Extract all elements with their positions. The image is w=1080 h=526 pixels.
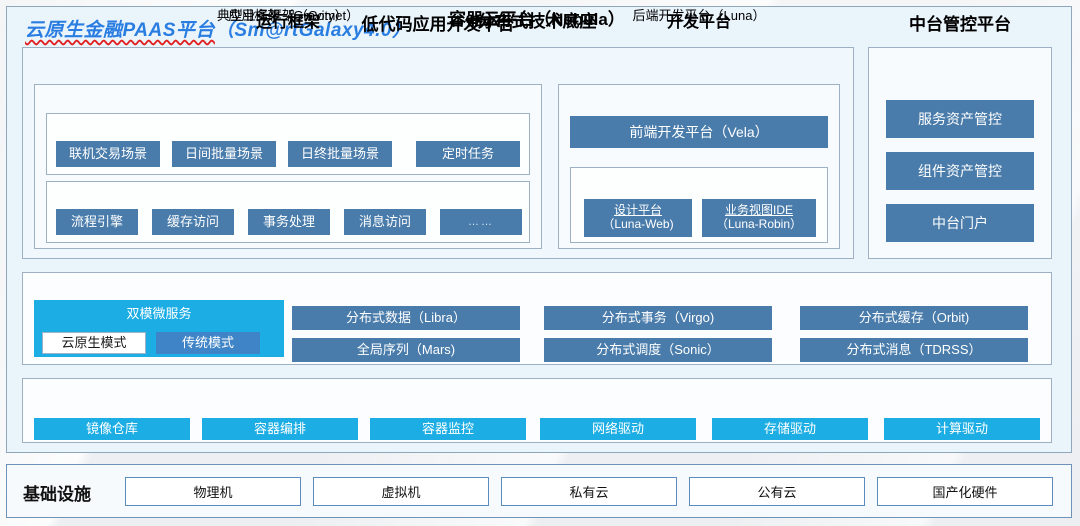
chip-container-2[interactable]: 容器监控 xyxy=(370,418,526,440)
dev-platform-title: 开发平台 xyxy=(666,14,731,31)
lowcode-platform-title: 低代码应用开发平台 xyxy=(361,15,515,34)
chip-mid-1[interactable]: 组件资产管控 xyxy=(886,152,1034,190)
chip-luna-robin[interactable]: 业务视图IDE （Luna-Robin） xyxy=(702,199,816,237)
infrastructure-label: 基础设施 xyxy=(23,485,91,504)
chip-container-5[interactable]: 计算驱动 xyxy=(884,418,1040,440)
chip-comet-2[interactable]: 日终批量场景 xyxy=(288,141,392,167)
chip-luna-robin-line2: （Luna-Robin） xyxy=(715,217,803,231)
chip-container-4[interactable]: 存储驱动 xyxy=(712,418,868,440)
chip-dist-sonic[interactable]: 分布式调度（Sonic） xyxy=(544,338,772,362)
chip-comet-0[interactable]: 联机交易场景 xyxy=(56,141,160,167)
chip-dist-virgo[interactable]: 分布式事务（Virgo) xyxy=(544,306,772,330)
luna-title: 后端开发平台（Luna） xyxy=(632,8,766,23)
chip-cloudnative-mode[interactable]: 云原生模式 xyxy=(42,332,146,354)
chip-mid-0[interactable]: 服务资产管控 xyxy=(886,100,1034,138)
infra-chip-0[interactable]: 物理机 xyxy=(125,477,301,506)
chip-container-1[interactable]: 容器编排 xyxy=(202,418,358,440)
chip-gravity-2[interactable]: 事务处理 xyxy=(248,209,330,235)
chip-traditional-mode[interactable]: 传统模式 xyxy=(156,332,260,354)
container-cloud-title: 容器云平台（Nebula） xyxy=(449,10,625,29)
infra-chip-4[interactable]: 国产化硬件 xyxy=(877,477,1053,506)
distributed-base-title: 分布式技术底座 xyxy=(477,12,597,31)
chip-dist-orbit[interactable]: 分布式缓存（Orbit) xyxy=(800,306,1028,330)
chip-gravity-1[interactable]: 缓存访问 xyxy=(152,209,234,235)
page-title-en: （Sm@rtGalaxy4.0） xyxy=(214,20,412,41)
chip-dist-tdrss[interactable]: 分布式消息（TDRSS） xyxy=(800,338,1028,362)
chip-dist-mars[interactable]: 全局序列（Mars) xyxy=(292,338,520,362)
chip-comet-1[interactable]: 日间批量场景 xyxy=(172,141,276,167)
chip-luna-web[interactable]: 设计平台 （Luna-Web) xyxy=(584,199,692,237)
page-title: 云原生金融PAAS平台（Sm@rtGalaxy4.0） xyxy=(25,15,411,42)
chip-mid-2[interactable]: 中台门户 xyxy=(886,204,1034,242)
chip-container-3[interactable]: 网络驱动 xyxy=(540,418,696,440)
chip-gravity-4-ellipsis[interactable]: …… xyxy=(440,209,522,235)
gravity-title: 应用框架（Gravity） xyxy=(228,8,348,23)
chip-container-0[interactable]: 镜像仓库 xyxy=(34,418,190,440)
runtime-framework-title: 运行框架 xyxy=(255,14,320,31)
dualmode-microservice-label: 双模微服务 xyxy=(126,306,192,321)
chip-luna-robin-line1: 业务视图IDE xyxy=(724,203,793,218)
chip-dist-libra[interactable]: 分布式数据（Libra） xyxy=(292,306,520,330)
chip-comet-3[interactable]: 定时任务 xyxy=(416,141,520,167)
midplatform-title: 中台管控平台 xyxy=(909,15,1011,34)
chip-gravity-0[interactable]: 流程引擎 xyxy=(56,209,138,235)
chip-gravity-3[interactable]: 消息访问 xyxy=(344,209,426,235)
chip-luna-web-line2: （Luna-Web) xyxy=(602,217,674,231)
infra-chip-3[interactable]: 公有云 xyxy=(689,477,865,506)
comet-title: 典型业务框架（Comet） xyxy=(216,8,360,23)
infra-chip-2[interactable]: 私有云 xyxy=(501,477,677,506)
chip-frontend-platform[interactable]: 前端开发平台（Vela） xyxy=(570,116,828,148)
chip-luna-web-line1: 设计平台 xyxy=(613,203,662,218)
infrastructure-panel: 基础设施 物理机 虚拟机 私有云 公有云 国产化硬件 xyxy=(6,464,1072,518)
infra-chip-1[interactable]: 虚拟机 xyxy=(313,477,489,506)
page-title-cn: 云原生金融PAAS平台 xyxy=(25,20,215,41)
container-cloud-panel xyxy=(22,378,1052,443)
